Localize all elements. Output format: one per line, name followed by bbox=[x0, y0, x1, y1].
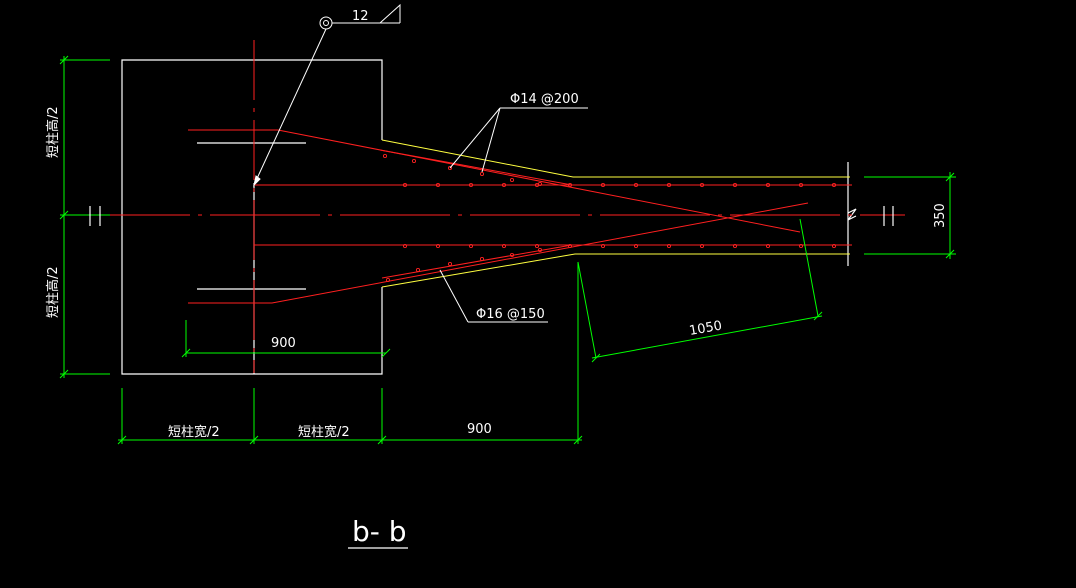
detail-number: 12 bbox=[352, 9, 369, 24]
rebar-dot bbox=[537, 247, 543, 253]
symmetry-marks bbox=[89, 206, 894, 226]
rebar-dot bbox=[699, 243, 705, 249]
labels: 12 Φ14 @200 Φ16 @150 900 900 短柱宽/2 短柱宽/2… bbox=[45, 9, 948, 549]
dim-half-width-left: 短柱宽/2 bbox=[168, 424, 220, 440]
rebar-dot bbox=[633, 243, 639, 249]
rebar-dot bbox=[765, 243, 771, 249]
column-outline bbox=[121, 59, 383, 375]
rebar-dot bbox=[534, 243, 540, 249]
rebar-dots bbox=[382, 153, 837, 283]
rebar-dot bbox=[382, 153, 388, 159]
rebar-bottom-label: Φ16 @150 bbox=[476, 307, 545, 322]
rebar-dot bbox=[699, 182, 705, 188]
dim-1050: 1050 bbox=[688, 318, 723, 339]
rebar-dot bbox=[385, 277, 391, 283]
rebar-dot bbox=[831, 243, 837, 249]
rebar-top-label: Φ14 @200 bbox=[510, 92, 579, 107]
rebar-dot bbox=[666, 243, 672, 249]
rebar-dot bbox=[798, 243, 804, 249]
rebar-dot bbox=[435, 182, 441, 188]
rebar-dot bbox=[447, 165, 453, 171]
detail-marker-center bbox=[323, 20, 329, 26]
rebar-dot bbox=[468, 182, 474, 188]
top-diagonal-bar bbox=[188, 129, 801, 233]
rebar-dot bbox=[534, 182, 540, 188]
rebar-dot bbox=[567, 243, 573, 249]
rebar-dot bbox=[435, 243, 441, 249]
rebar-dot bbox=[600, 182, 606, 188]
rebar-dot bbox=[402, 243, 408, 249]
dim-half-width-right: 短柱宽/2 bbox=[298, 424, 350, 440]
rebar-dot bbox=[732, 182, 738, 188]
bottom-diagonal-bar bbox=[188, 202, 809, 304]
dimension-lines bbox=[59, 55, 956, 445]
bottom-haunch-rebar bbox=[381, 244, 852, 279]
rebar-dot bbox=[509, 177, 515, 183]
rebar-dot bbox=[567, 182, 573, 188]
rebar-dot bbox=[479, 256, 485, 262]
rebar-dot bbox=[633, 182, 639, 188]
dim-900-inner: 900 bbox=[271, 336, 296, 351]
rebar-dot bbox=[501, 182, 507, 188]
rebar-dot bbox=[447, 261, 453, 267]
rebar-dot bbox=[415, 267, 421, 273]
rebar-lines bbox=[80, 40, 905, 373]
section-title: b- b bbox=[352, 515, 407, 548]
rebar-dot bbox=[600, 243, 606, 249]
dim-350: 350 bbox=[933, 203, 948, 228]
rebar-dot bbox=[501, 243, 507, 249]
rebar-dot bbox=[666, 182, 672, 188]
concrete-outline bbox=[121, 59, 857, 375]
rebar-dot bbox=[411, 158, 417, 164]
rebar-dot bbox=[509, 252, 515, 258]
rebar-dot bbox=[402, 182, 408, 188]
bottom-haunch-edge bbox=[381, 253, 850, 288]
detail-marker-circle bbox=[319, 16, 333, 30]
dim-900-bottom: 900 bbox=[467, 422, 492, 437]
haunch-edges bbox=[381, 139, 850, 288]
dim-half-height-top: 短柱高/2 bbox=[45, 106, 61, 158]
top-haunch-edge bbox=[381, 139, 850, 178]
rebar-dot bbox=[798, 182, 804, 188]
rebar-dot bbox=[732, 243, 738, 249]
rebar-dot bbox=[468, 243, 474, 249]
rebar-dot bbox=[479, 171, 485, 177]
leaders bbox=[253, 3, 588, 323]
dim-half-height-bottom: 短柱高/2 bbox=[45, 266, 61, 318]
rebar-dot bbox=[831, 182, 837, 188]
rebar-dot bbox=[765, 182, 771, 188]
